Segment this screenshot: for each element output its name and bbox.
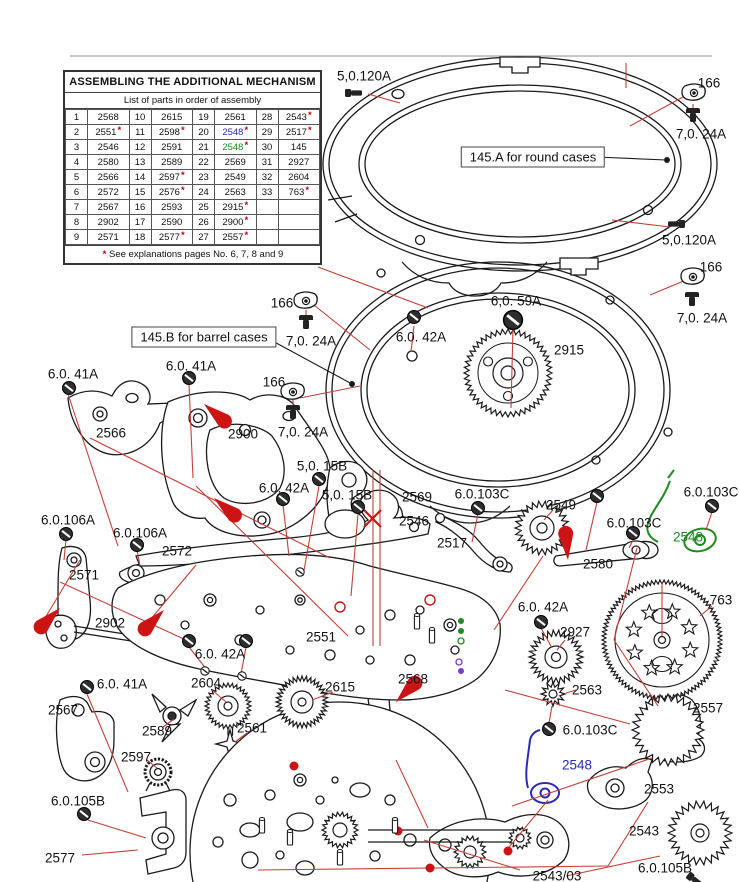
part-label: 5,0. 15B [296, 458, 348, 474]
table-title: ASSEMBLING THE ADDITIONAL MECHANISM [65, 72, 320, 93]
part-label: 6.0. 42A [395, 329, 447, 345]
part-label: 166 [262, 374, 286, 390]
part-label: 6.0. 41A [96, 676, 148, 692]
part-label: 2589 [141, 723, 173, 739]
table-footnote: * See explanations pages No. 6, 7, 8 and… [65, 245, 320, 263]
part-2548-green [646, 469, 717, 553]
part-label: 6.0. 42A [258, 480, 310, 496]
part-label: 2580 [582, 556, 614, 572]
part-label: 2572 [161, 543, 193, 559]
part-label: 166 [270, 295, 294, 311]
part-label: 2915 [553, 342, 585, 358]
part-label: 6.0.103C [606, 515, 662, 531]
part-label: 7,0. 24A [285, 333, 337, 349]
gear-parts [203, 327, 734, 870]
part-label: 2557 [692, 700, 724, 716]
part-label: 2517 [436, 535, 468, 551]
part-label: 6.0.105B [637, 860, 693, 876]
part-label: 7,0. 24A [675, 126, 727, 142]
part-label: 2543 [628, 823, 660, 839]
case-rings [322, 56, 718, 524]
part-label: 166 [697, 75, 721, 91]
part-2577 [139, 788, 187, 875]
part-label: 2566 [95, 425, 127, 441]
part-label: 2597 [120, 749, 152, 765]
part-label: 2563 [571, 682, 603, 698]
part-2553 [586, 757, 653, 810]
part-label: 166 [699, 259, 723, 275]
part-label: 763 [709, 592, 733, 608]
round-case-ring [322, 56, 718, 297]
part-label: 2927 [559, 624, 591, 640]
part-label: 5,0. 15B [321, 487, 373, 503]
part-label: 2571 [68, 567, 100, 583]
callout-box: 145.B for barrel cases [131, 326, 277, 348]
part-label: 2569 [401, 489, 433, 505]
part-2546 [135, 489, 431, 567]
part-label: 6.0.103C [683, 484, 739, 500]
part-label: 2546 [398, 513, 430, 529]
part-label: 6.0. 41A [165, 358, 217, 374]
part-label: 6,0. 59A [490, 293, 542, 309]
part-label: 6.0.103C [454, 486, 510, 502]
part-2597 [143, 757, 173, 792]
part-label: 6.0.106A [112, 525, 168, 541]
part-label: 2553 [643, 781, 675, 797]
table-subtitle: List of parts in order of assembly [65, 93, 320, 109]
part-label: 6.0. 42A [194, 646, 246, 662]
assembly-table: ASSEMBLING THE ADDITIONAL MECHANISM List… [63, 70, 322, 265]
part-label: 2615 [324, 679, 356, 695]
bottom-plate [189, 701, 491, 882]
part-label: 2568 [397, 671, 429, 687]
barrel-case-ring [325, 257, 673, 524]
part-label: 6.0. 41A [47, 366, 99, 382]
part-label: 7,0. 24A [277, 424, 329, 440]
part-label: 2549 [545, 497, 577, 513]
part-label: 5,0.120A [661, 232, 717, 248]
part-label: 6.0.106A [40, 512, 96, 528]
part-label: 6.0. 42A [517, 599, 569, 615]
part-label: 2543/03 [532, 868, 582, 882]
part-label: 6.0.105B [50, 793, 106, 809]
part-label: 2548 [561, 757, 593, 773]
part-label: 2561 [236, 720, 268, 736]
part-label: 7,0. 24A [676, 310, 728, 326]
part-label: 5,0.120A [336, 68, 392, 84]
part-label: 2567 [47, 702, 79, 718]
part-label: 2902 [94, 615, 126, 631]
part-label: 2577 [44, 850, 76, 866]
part-label: 2551 [305, 629, 337, 645]
callout-lines [266, 156, 670, 387]
callout-box: 145.A for round cases [460, 146, 606, 168]
part-2589 [151, 693, 198, 743]
part-label: 2548 [672, 529, 704, 545]
part-2517 [434, 512, 513, 573]
part-label: 2604 [190, 675, 222, 691]
lever-parts [45, 380, 706, 882]
part-label: 6.0.103C [562, 722, 618, 738]
part-label: 2900 [227, 426, 259, 442]
